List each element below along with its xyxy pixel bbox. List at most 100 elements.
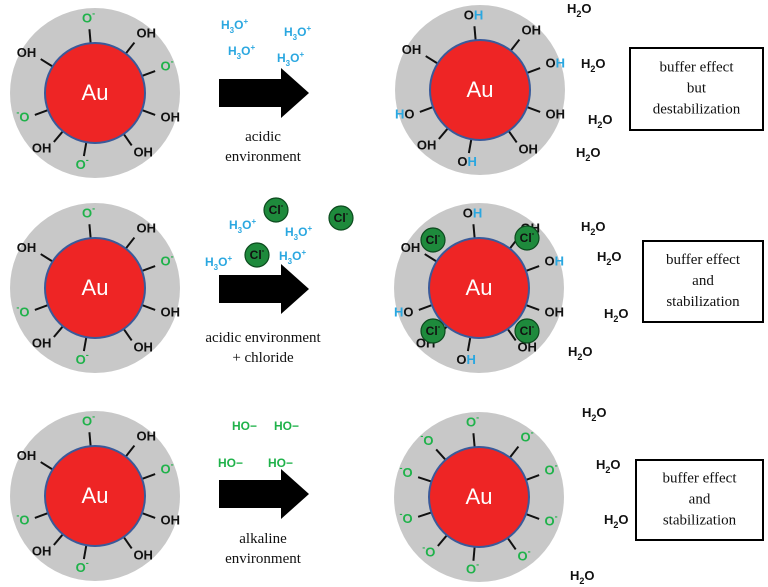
- ligand-bond: [53, 325, 64, 338]
- hydroxyl-group-label: OH: [17, 45, 37, 60]
- ligand-bond: [141, 473, 156, 480]
- ligand-bond: [472, 224, 476, 239]
- hydroxyl-group-label: OH: [161, 305, 181, 320]
- oxide-group-label: O-: [82, 412, 95, 429]
- water-molecule-label: H2O: [588, 112, 613, 130]
- ligand-bond: [34, 512, 49, 519]
- ligand-bond: [526, 106, 541, 113]
- oxide-group-label: O-: [82, 9, 95, 26]
- gold-core-label: Au: [82, 80, 109, 105]
- result-box-line: stabilization: [663, 512, 737, 528]
- water-molecule-label: H2O: [604, 512, 629, 530]
- oxide-group-label: -O: [399, 464, 412, 481]
- oxide-group-label: O-: [517, 547, 530, 564]
- result-box-line: and: [689, 491, 711, 507]
- chloride-ion: Cl-: [420, 318, 446, 344]
- result-box-line: destabilization: [653, 101, 741, 117]
- gold-nanoparticle: Au-OO-O-O-O-O-O--O-O-O: [394, 412, 564, 582]
- ligand-bond: [506, 328, 517, 341]
- oxide-group-label: O-: [76, 155, 89, 172]
- gold-core: [428, 237, 530, 339]
- protonated-group-label: OH: [456, 352, 476, 367]
- hydroxyl-group-label: OH: [417, 138, 437, 153]
- ligand-bond: [124, 236, 136, 250]
- ligand-bond: [466, 337, 472, 352]
- hydroxyl-group-label: OH: [402, 42, 422, 57]
- oxide-group-label: O-: [161, 57, 174, 74]
- protonated-group-label: OH: [546, 56, 566, 71]
- chloride-ion: Cl-: [328, 205, 354, 231]
- gold-core-label: Au: [466, 484, 493, 509]
- oxide-group-label: O-: [76, 558, 89, 575]
- hydroxyl-group-label: OH: [133, 548, 153, 563]
- ligand-bond: [467, 139, 473, 154]
- chloride-ion: Cl-: [263, 197, 289, 223]
- chloride-ion-label: Cl-: [269, 201, 284, 217]
- ligand-bond: [124, 444, 136, 458]
- chloride-ion: Cl-: [514, 318, 540, 344]
- hydroxide-ion-label: HO−: [268, 456, 293, 470]
- ligand-bond: [124, 41, 136, 55]
- oxide-group-label: O-: [161, 460, 174, 477]
- ligand-bond: [40, 461, 54, 471]
- ligand-bond: [122, 133, 133, 146]
- ligand-bond: [525, 474, 540, 481]
- ligand-bond: [88, 29, 92, 44]
- ligand-bond: [34, 304, 49, 311]
- oxide-group-label: O-: [466, 413, 479, 430]
- hydroxyl-group-label: OH: [161, 110, 181, 125]
- hydroxide-ion-label: HO−: [218, 456, 243, 470]
- hydronium-ion-label: H3O+: [221, 17, 248, 35]
- hydroxyl-group-label: OH: [32, 336, 52, 351]
- water-molecule-label: H2O: [567, 1, 592, 19]
- hydronium-ion-label: H3O+: [284, 24, 311, 42]
- ligand-bond: [141, 70, 156, 77]
- ligand-bond: [141, 304, 156, 311]
- row-acidic: AuOHO-OHO-OHOHO-OH-OH3O+H3O+H3O+H3O+acid…: [10, 1, 764, 178]
- result-box-line: buffer effect: [660, 59, 735, 75]
- water-molecule-label: H2O: [597, 249, 622, 267]
- water-molecule-label: H2O: [596, 457, 621, 475]
- hydroxyl-group-label: OH: [32, 544, 52, 559]
- hydronium-ion-label: H3O+: [277, 50, 304, 68]
- oxide-group-label: O-: [161, 252, 174, 269]
- chloride-ion-label: Cl-: [250, 246, 265, 262]
- ligand-bond: [525, 513, 540, 520]
- gold-core-label: Au: [467, 77, 494, 102]
- hydronium-ion-label: H3O+: [285, 224, 312, 242]
- chloride-ion-label: Cl-: [334, 209, 349, 225]
- result-box-line: buffer effect: [666, 252, 741, 268]
- ligand-bond: [425, 55, 439, 65]
- hydroxide-ion-label: HO−: [274, 419, 299, 433]
- row-acidic-chloride: AuOHO-OHO-OHOHO-OH-OH3O+H3O+H3O+H3O+Cl-C…: [10, 197, 764, 373]
- row-alkaline: AuOHO-OHO-OHOHO-OH-OHO−HO−HO−HO−alkaline…: [10, 405, 764, 586]
- ligand-bond: [526, 67, 541, 74]
- hydroxyl-group-label: OH: [137, 26, 157, 41]
- oxide-group-label: -O: [16, 303, 29, 320]
- gold-core: [44, 237, 146, 339]
- ligand-bond: [437, 534, 448, 547]
- result-box-line: but: [687, 80, 707, 96]
- hydroxyl-group-label: OH: [522, 23, 542, 38]
- oxide-group-label: -O: [420, 431, 433, 448]
- arrow-condition-label: + chloride: [232, 350, 294, 366]
- oxide-group-label: -O: [422, 543, 435, 560]
- oxide-group-label: O-: [545, 461, 558, 478]
- hydroxyl-group-label: OH: [517, 340, 537, 355]
- arrow-condition-label: alkaline: [239, 531, 287, 547]
- hydroxyl-group-label: OH: [518, 142, 538, 157]
- protonated-group-label: HO: [394, 305, 414, 320]
- chloride-ion: Cl-: [514, 225, 540, 251]
- water-molecule-label: H2O: [568, 344, 593, 362]
- ligand-bond: [53, 130, 64, 143]
- ligand-bond: [417, 476, 432, 483]
- hydroxyl-group-label: OH: [17, 448, 37, 463]
- water-molecule-label: H2O: [570, 568, 595, 586]
- ligand-bond: [40, 58, 54, 68]
